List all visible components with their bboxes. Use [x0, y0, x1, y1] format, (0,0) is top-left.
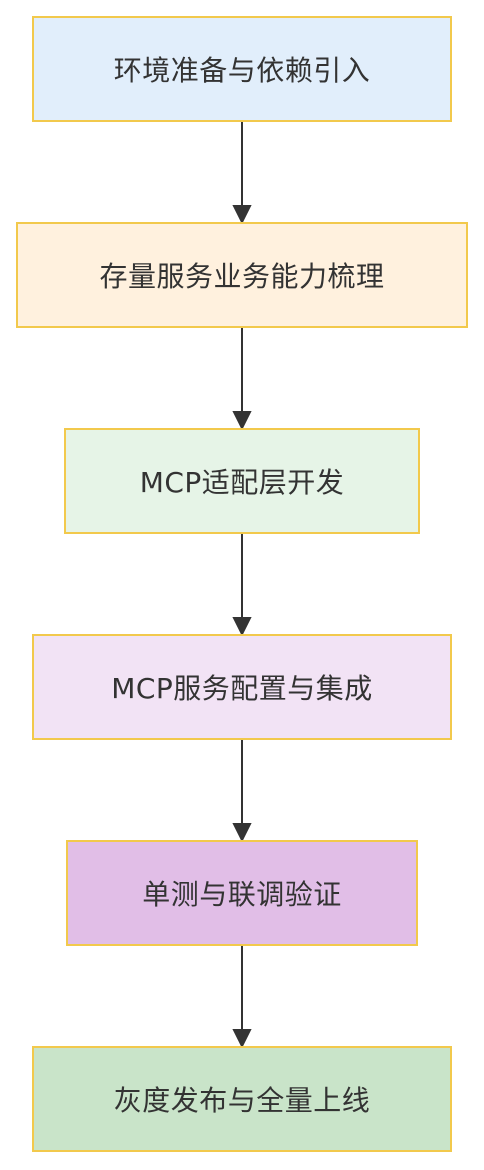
step-capability-review: 存量服务业务能力梳理: [16, 222, 468, 328]
step-label: 存量服务业务能力梳理: [99, 260, 385, 293]
arrowhead-3: [232, 617, 252, 637]
arrowhead-2: [232, 411, 252, 431]
step-label: 环境准备与依赖引入: [113, 54, 371, 87]
step-unit-joint-test: 单测与联调验证: [66, 840, 418, 946]
arrowhead-1: [232, 205, 252, 225]
step-label: 单测与联调验证: [142, 878, 342, 911]
arrowhead-5: [232, 1029, 252, 1049]
step-mcp-adapter-dev: MCP适配层开发: [64, 428, 420, 534]
step-label: MCP服务配置与集成: [111, 672, 373, 705]
step-mcp-config-integration: MCP服务配置与集成: [32, 634, 452, 740]
step-label: 灰度发布与全量上线: [113, 1084, 371, 1117]
step-gray-full-release: 灰度发布与全量上线: [32, 1046, 452, 1152]
step-environment-prep: 环境准备与依赖引入: [32, 16, 452, 122]
arrowhead-4: [232, 823, 252, 843]
step-label: MCP适配层开发: [139, 466, 345, 499]
